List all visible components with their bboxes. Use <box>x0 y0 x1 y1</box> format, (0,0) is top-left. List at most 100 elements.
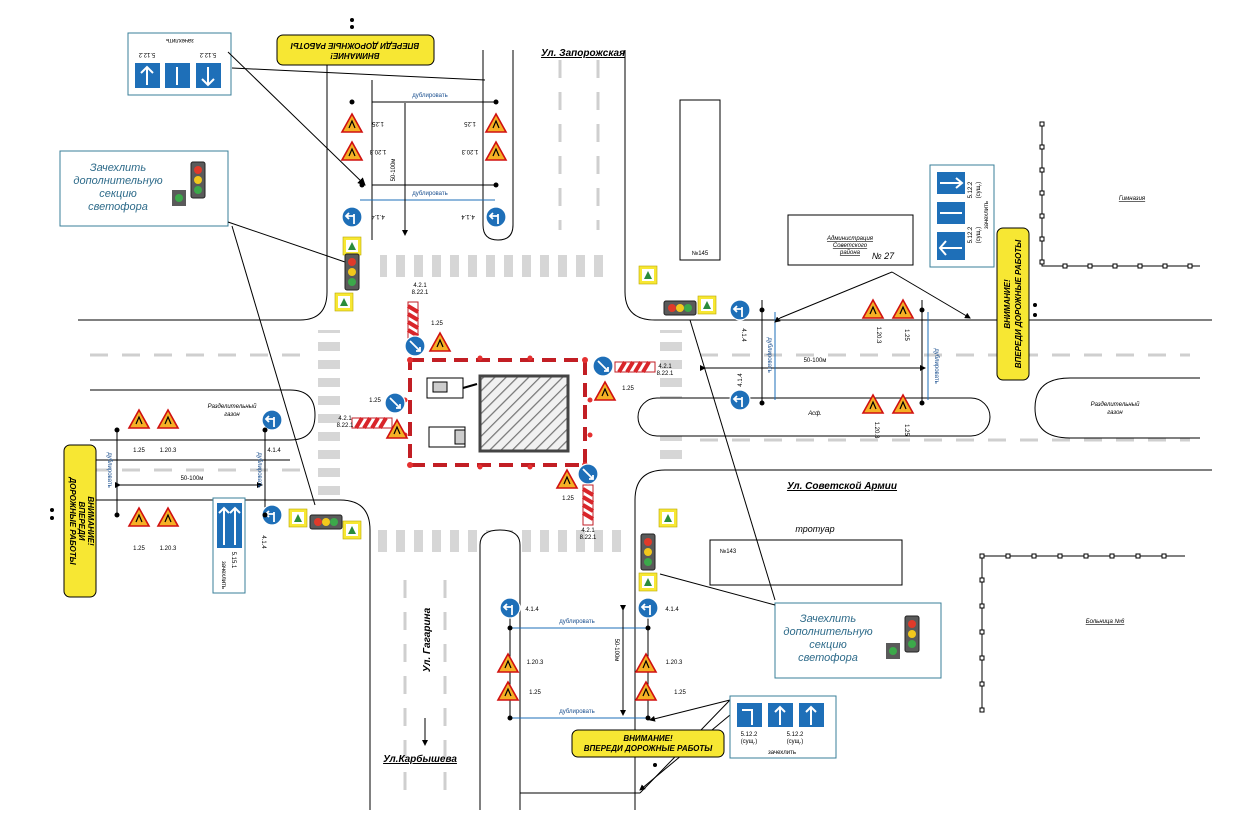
lbl-5122-tl2: 5.12.2 <box>199 51 216 57</box>
roadworks-sign-s2 <box>635 681 657 701</box>
lbl-414-n1: 4.1.4 <box>371 213 385 219</box>
asphalt-label: Асф. <box>807 411 822 417</box>
direction-sign-n2 <box>485 206 507 228</box>
fence-post <box>1039 121 1045 127</box>
lbl-8221-n: 8.22.1 <box>412 290 429 296</box>
fence-post <box>1039 167 1045 173</box>
attention-bottom-line-1: ВНИМАНИЕ! <box>623 734 673 743</box>
lbl-5122-r1: 5.12.2 <box>968 181 974 198</box>
attention-banner-right: ВНИМАНИЕ! ВПЕРЕДИ ДОРОЖНЫЕ РАБОТЫ <box>996 227 1030 381</box>
dist-west: 50-100м <box>181 476 204 482</box>
pole-dots-east <box>759 303 1037 406</box>
roadworks-sign-e1 <box>892 299 914 319</box>
direction-sign-e2 <box>729 389 751 411</box>
median-right-label-1: Разделительный <box>1091 401 1140 408</box>
gymnasium-label: Гимназия <box>1119 196 1146 202</box>
cover-note-top-left: Зачехлить дополнительную секцию светофор… <box>59 150 229 227</box>
barrier-south <box>581 483 595 527</box>
lbl-125-n: 1.25 <box>431 321 443 327</box>
note-tl-line-3: секцию <box>99 188 137 200</box>
lbl-125-s: 1.25 <box>562 496 574 502</box>
dub-east-1: дублировать <box>766 337 772 372</box>
lbl-414-w2: 4.1.4 <box>260 535 266 549</box>
attention-banner-left: ВНИМАНИЕ! ВПЕРЕДИ ДОРОЖНЫЕ РАБОТЫ <box>63 444 97 598</box>
cover-bottom-right: зачехлить <box>768 750 796 756</box>
pedestrian-sign-ne2 <box>697 295 717 315</box>
lbl-5122-tl1: 5.12.2 <box>138 51 155 57</box>
attention-top-line-1: ВНИМАНИЕ! <box>330 51 380 60</box>
lbl-414-e1: 4.1.4 <box>740 328 746 342</box>
lbl-125-n1: 1.25 <box>372 120 384 126</box>
lbl-5122-br2: 5.12.2 <box>787 732 804 738</box>
keep-right-sign-west <box>384 392 406 414</box>
fence-post <box>1039 259 1045 265</box>
roadworks-sign-n1 <box>341 113 363 133</box>
fence-post <box>1112 263 1118 269</box>
direction-sign-s2 <box>637 597 659 619</box>
fence-post <box>1039 236 1045 242</box>
cover-top-left: зачехлить <box>166 37 194 43</box>
admin-label-1: Администрация <box>826 236 874 242</box>
fence-post <box>979 681 985 687</box>
dub-south-1: дублировать <box>559 619 594 625</box>
barrier-west <box>350 416 394 430</box>
work-zone-pit <box>478 374 570 453</box>
lbl-1203-n2: 1.20.3 <box>461 148 478 154</box>
traffic-light-ne <box>663 300 697 316</box>
roadworks-sign-north <box>429 332 451 352</box>
lane-sign-bottom-right: 5.12.2 (сущ.) 5.12.2 (сущ.) зачехлить <box>729 695 837 759</box>
admin-label-2: Советского <box>833 243 868 249</box>
traffic-light-nw <box>344 253 360 291</box>
lbl-1203-n1: 1.20.3 <box>369 148 386 154</box>
two-way-sign-n1 <box>341 141 363 161</box>
fence-post <box>1031 553 1037 559</box>
lbl-414-s1: 4.1.4 <box>525 607 539 613</box>
lbl-1203-e1: 1.20.3 <box>875 327 881 344</box>
lbl-5122-br1: 5.12.2 <box>741 732 758 738</box>
two-way-sign-s2 <box>635 653 657 673</box>
lbl-421-e: 4.2.1 <box>658 364 672 370</box>
lbl-5122-r2: 5.12.2 <box>968 226 974 243</box>
lbl-125-s1: 1.25 <box>529 690 541 696</box>
fence-post <box>979 603 985 609</box>
lbl-8221-e: 8.22.1 <box>657 371 674 377</box>
attention-banner-top: ВНИМАНИЕ! ВПЕРЕДИ ДОРОЖНЫЕ РАБОТЫ <box>276 34 435 66</box>
traffic-light-sw <box>309 514 343 530</box>
dist-east: 50-100м <box>804 358 827 364</box>
lbl-125-e1: 1.25 <box>903 329 909 341</box>
direction-sign-n1 <box>341 206 363 228</box>
lbl-1203-s1: 1.20.3 <box>527 660 544 666</box>
crosswalk-north <box>380 255 610 277</box>
street-karbysheva: Ул.Карбышева <box>383 753 457 765</box>
fence-post <box>1162 263 1168 269</box>
attention-top-line-2: ВПЕРЕДИ ДОРОЖНЫЕ РАБОТЫ <box>290 41 420 50</box>
attention-left-line-1: ВНИМАНИЕ! <box>86 496 95 546</box>
road-edges <box>78 50 1212 810</box>
roadworks-sign-east <box>594 381 616 401</box>
cover-right: зачехлить <box>984 201 990 229</box>
lbl-1203-e2: 1.20.3 <box>873 422 879 439</box>
pedestrian-sign-ne <box>638 265 658 285</box>
pedestrian-sign-nw <box>342 236 362 256</box>
dist-south: 50-100м <box>613 639 619 662</box>
note-tl-line-2: дополнительную <box>73 175 162 187</box>
two-way-sign-e1 <box>862 299 884 319</box>
direction-sign-s1 <box>499 597 521 619</box>
lbl-125-e: 1.25 <box>622 386 634 392</box>
two-way-sign-w2 <box>157 507 179 527</box>
lbl-414-n2: 4.1.4 <box>461 213 475 219</box>
truck <box>428 426 466 448</box>
roadworks-sign-w2 <box>128 507 150 527</box>
attention-left-line-2: ВПЕРЕДИ <box>77 501 86 540</box>
hospital-label: Больница №6 <box>1086 618 1125 625</box>
note-tl-line-4: светофора <box>88 201 148 213</box>
note-br-line-4: светофора <box>798 652 858 664</box>
pedestrian-sign-se <box>658 508 678 528</box>
keep-right-sign-north <box>404 335 426 357</box>
admin-label-3: района <box>839 249 861 256</box>
lbl-sush-r1: (сущ.) <box>976 182 982 199</box>
median-left-label-1: Разделительный <box>208 403 257 410</box>
fence-post <box>1062 263 1068 269</box>
keep-right-sign-east <box>592 355 614 377</box>
lbl-5151: 5.15.1 <box>230 552 236 569</box>
